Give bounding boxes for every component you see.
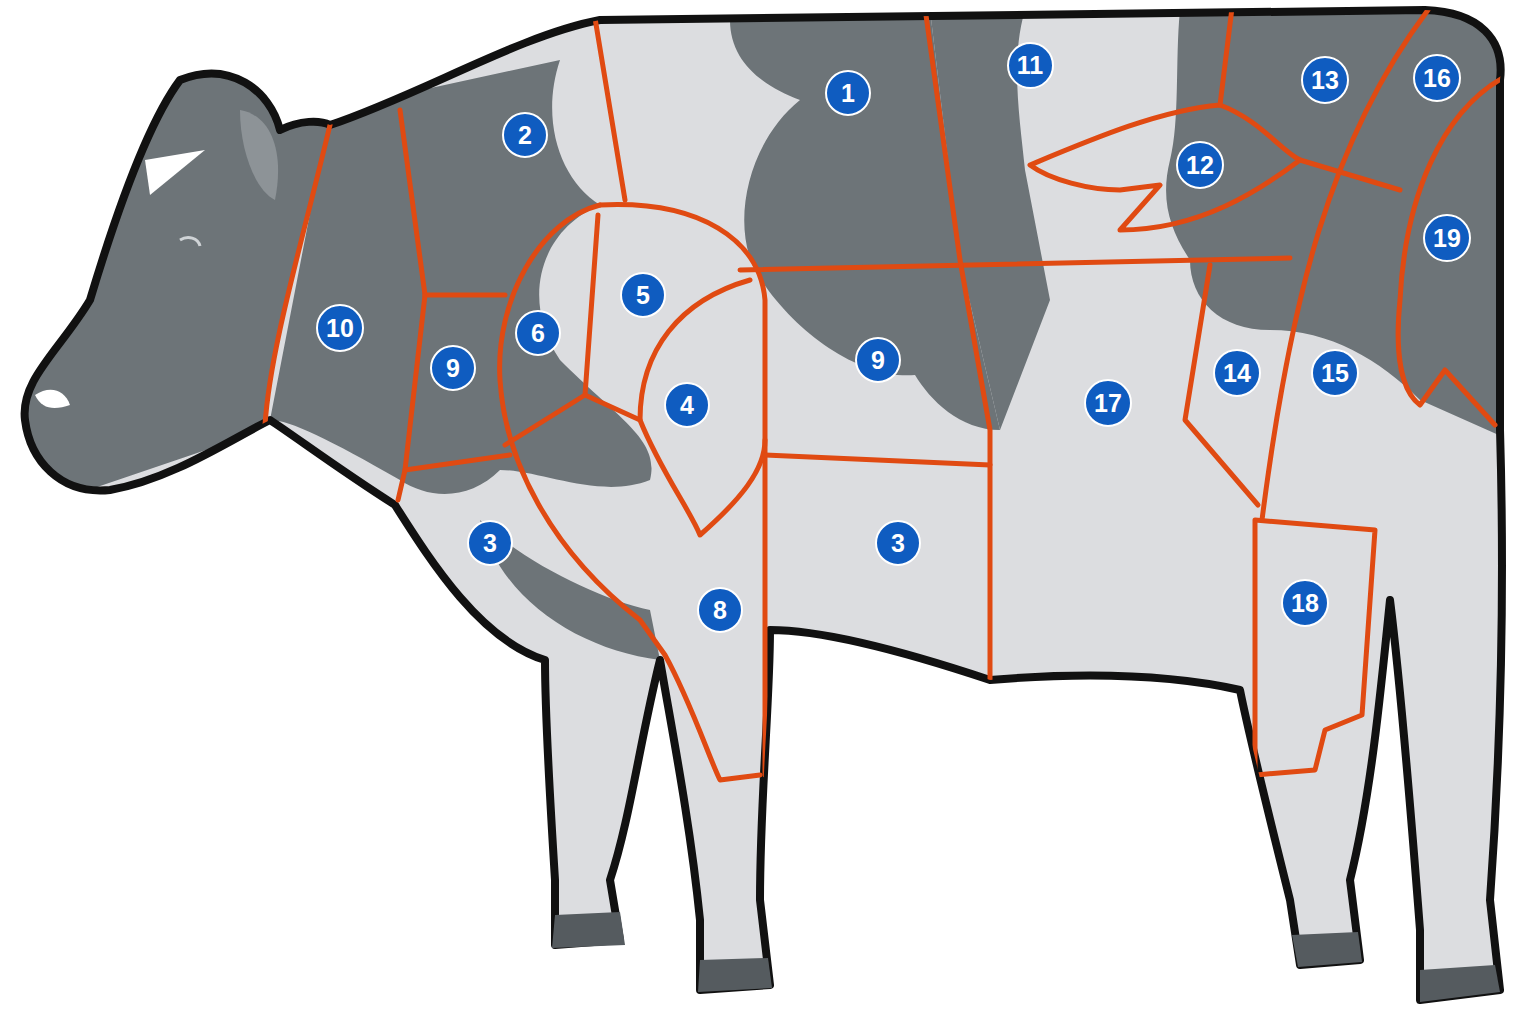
callout-number: 3: [467, 520, 513, 566]
cow-outline: [25, 10, 1502, 1000]
callout-number: 9: [855, 337, 901, 383]
callout-number: 10: [316, 304, 364, 352]
callout-number: 15: [1311, 349, 1359, 397]
callout-number: 6: [515, 310, 561, 356]
callout-number: 2: [502, 112, 548, 158]
callout-number: 4: [664, 382, 710, 428]
callout-number: 14: [1213, 349, 1261, 397]
callout-number: 9: [430, 345, 476, 391]
callout-number: 18: [1281, 579, 1329, 627]
callout-number: 3: [875, 520, 921, 566]
cut-lines: [265, 8, 1508, 780]
cow-patches: [0, 0, 1510, 660]
callout-number: 5: [620, 272, 666, 318]
callout-number: 17: [1084, 379, 1132, 427]
callout-number: 11: [1007, 42, 1054, 89]
face-details: [35, 110, 278, 408]
hooves: [552, 912, 1500, 1002]
callout-number: 12: [1176, 141, 1224, 189]
callout-number: 16: [1413, 54, 1461, 102]
callout-number: 19: [1423, 214, 1471, 262]
callout-number: 8: [697, 587, 743, 633]
callout-number: 13: [1301, 56, 1349, 104]
callout-number: 1: [825, 70, 871, 116]
